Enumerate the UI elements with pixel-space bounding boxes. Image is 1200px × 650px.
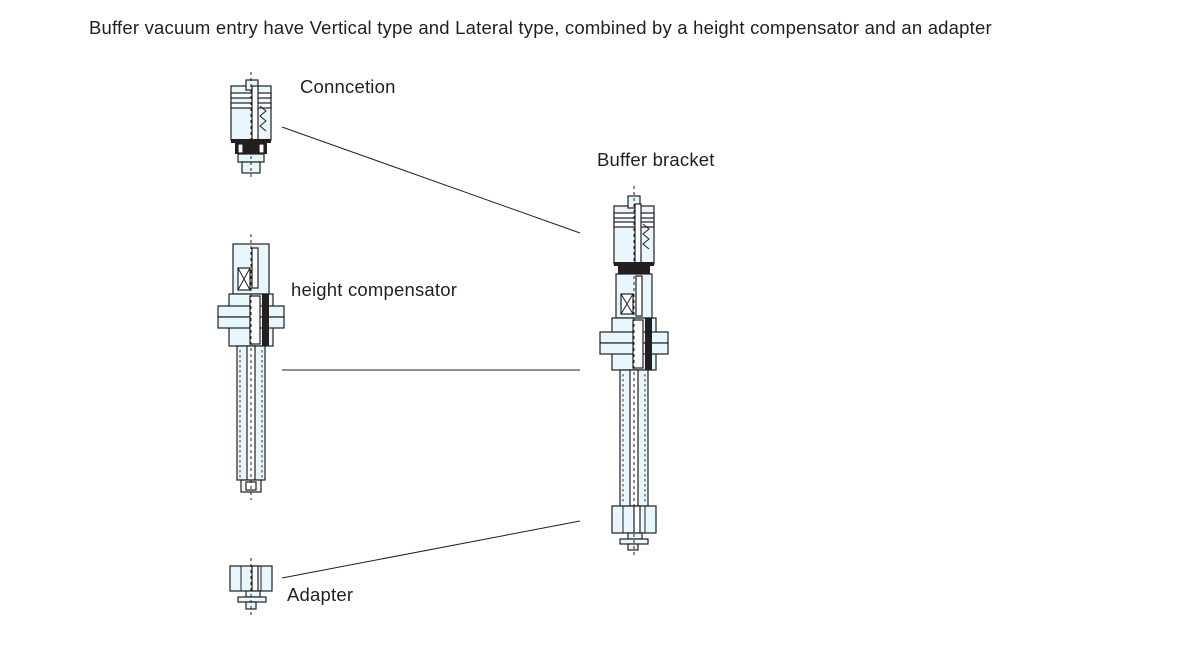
leader-line-adapter (281, 520, 581, 579)
diagram-title: Buffer vacuum entry have Vertical type a… (89, 17, 992, 38)
label-adapter: Adapter (287, 584, 354, 605)
height-compensator-part (217, 234, 285, 500)
label-buffer-bracket: Buffer bracket (597, 149, 715, 170)
adapter-part (229, 558, 273, 616)
label-height-compensator: height compensator (291, 279, 458, 300)
leader-line-connection (281, 126, 581, 234)
label-connection: Conncetion (300, 76, 396, 97)
buffer-bracket-assembly (599, 186, 669, 558)
connection-part (230, 72, 272, 180)
